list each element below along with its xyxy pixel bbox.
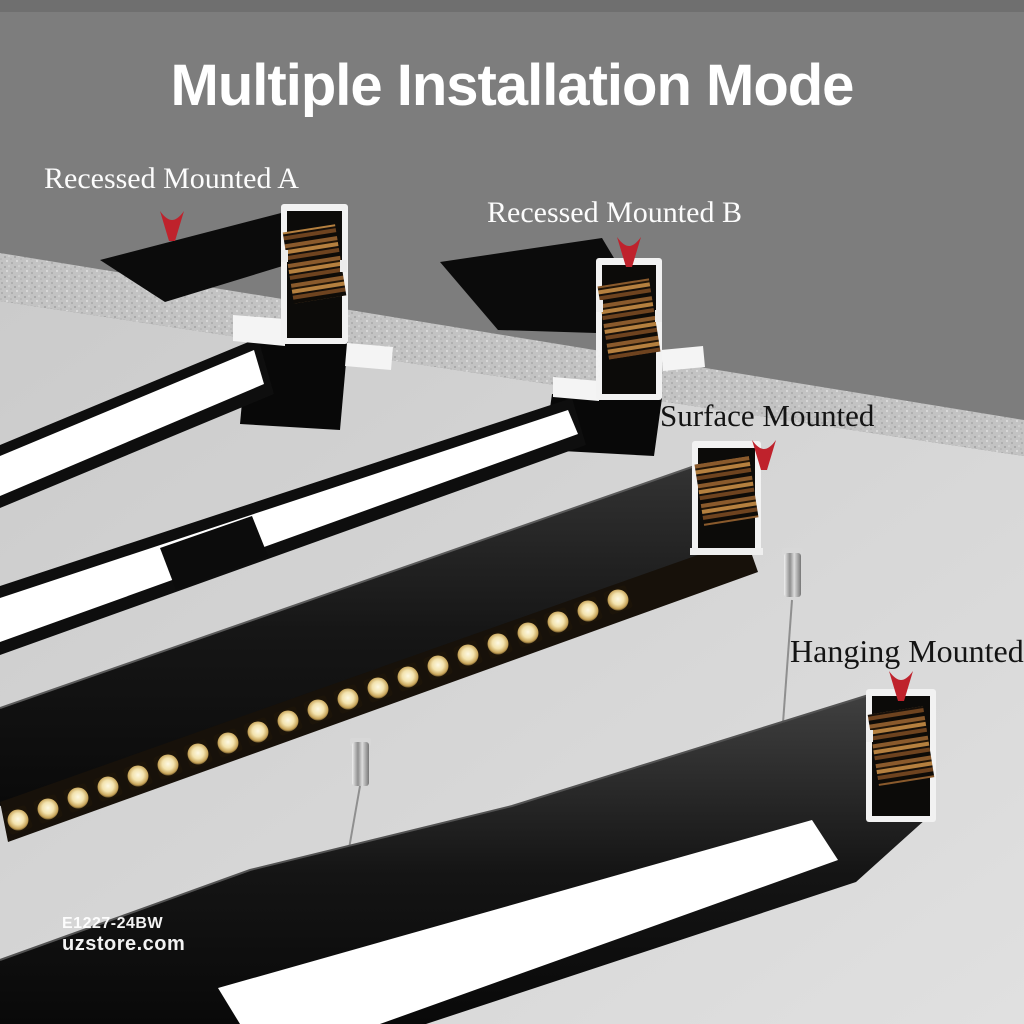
led-dot xyxy=(547,611,569,633)
led-dot xyxy=(7,809,29,831)
led-dot xyxy=(127,765,149,787)
hanging-copper-strips xyxy=(867,706,935,786)
led-dot xyxy=(67,787,89,809)
surface-copper-strips xyxy=(694,456,759,526)
cable-canopy-left xyxy=(352,742,369,786)
recessed-b-trim-left xyxy=(553,377,599,401)
led-dot xyxy=(187,743,209,765)
down-arrow-icon-recessed-b xyxy=(617,237,641,267)
led-dot xyxy=(157,754,179,776)
led-dot xyxy=(397,666,419,688)
hanging-track-top-highlight xyxy=(0,693,873,961)
recessed-a-trim-left xyxy=(233,315,285,346)
watermark-product-code: E1227-24BW xyxy=(62,915,164,932)
recessed-b-light-strip xyxy=(0,410,578,642)
page-title: Multiple Installation Mode xyxy=(170,53,855,118)
hanging-track-body xyxy=(0,694,936,1024)
led-dot xyxy=(487,633,509,655)
hanging-light-strip xyxy=(218,820,838,1024)
recessed-b-trim-right xyxy=(661,346,705,371)
recessed-a-trim-right xyxy=(345,343,393,370)
led-dot xyxy=(457,644,479,666)
label-recessed-mounted-a: Recessed Mounted A xyxy=(44,162,299,195)
label-hanging-mounted: Hanging Mounted xyxy=(790,633,1024,669)
led-dot xyxy=(217,732,239,754)
led-dot xyxy=(367,677,389,699)
profile-tab xyxy=(281,250,288,262)
profile-tab xyxy=(596,300,603,312)
led-dot xyxy=(607,589,629,611)
backdrop-top-shade xyxy=(0,0,1024,12)
watermark: E1227-24BW uzstore.com xyxy=(62,915,185,955)
recessed-a-copper-strips xyxy=(282,224,347,304)
led-dot xyxy=(307,699,329,721)
ceiling-cut-edge xyxy=(0,253,1024,456)
watermark-site: uzstore.com xyxy=(62,932,186,955)
label-surface-mounted: Surface Mounted xyxy=(660,398,875,433)
label-recessed-mounted-b: Recessed Mounted B xyxy=(487,196,742,229)
recessed-b-copper-strips xyxy=(597,278,661,360)
led-dot xyxy=(577,600,599,622)
recessed-a-slot-hole xyxy=(240,336,348,430)
recessed-b-track-connector xyxy=(160,516,268,590)
surface-track-body xyxy=(0,453,748,806)
led-dot xyxy=(337,688,359,710)
surface-cross-section-lip xyxy=(690,548,763,555)
down-arrow-icon-hanging xyxy=(889,671,913,701)
led-dot xyxy=(97,776,119,798)
led-dot xyxy=(37,798,59,820)
led-dot xyxy=(427,655,449,677)
led-dot xyxy=(277,710,299,732)
cable-canopy-right xyxy=(784,553,801,597)
led-dot xyxy=(517,622,539,644)
surface-track-top-highlight xyxy=(0,452,733,709)
led-dot xyxy=(247,721,269,743)
profile-tab xyxy=(655,310,662,322)
down-arrow-icon-recessed-a xyxy=(160,211,184,241)
recessed-a-light-strip xyxy=(0,350,264,496)
profile-tab xyxy=(866,730,873,742)
profile-tab xyxy=(340,260,347,272)
down-arrow-icon-surface xyxy=(752,440,776,470)
surface-track-led-dots xyxy=(3,585,633,835)
hanging-cable-right xyxy=(782,599,793,724)
